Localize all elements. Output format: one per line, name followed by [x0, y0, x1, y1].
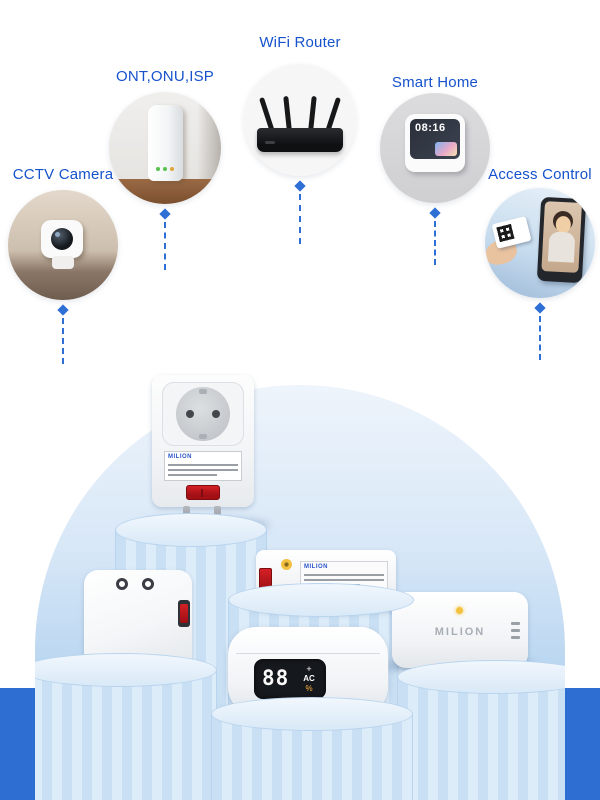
pedestal-fluting: [397, 677, 565, 800]
side-port: [511, 622, 520, 625]
battery-percentage-digits: 88: [262, 666, 290, 690]
charging-plus-indicator: +: [306, 664, 312, 674]
diamond-marker-icon: [429, 207, 441, 219]
qr-code-icon: [496, 223, 515, 243]
ont-scene-background: [109, 92, 221, 204]
ont-wooden-desk: [109, 179, 221, 204]
router-body: [257, 128, 343, 152]
round-port-icon: [142, 578, 154, 590]
ont-onu-photo: [109, 92, 221, 204]
side-port: [511, 629, 520, 632]
smart-scene-background: 08:16: [380, 93, 490, 203]
percent-indicator: %: [305, 684, 313, 693]
label-cctv-camera: CCTV Camera: [12, 166, 114, 183]
smart-home-photo: 08:16: [380, 93, 490, 203]
cctv-camera-base: [52, 256, 74, 269]
pedestal-top: [115, 513, 267, 547]
dotted-line: [62, 318, 64, 364]
cctv-scene-background: [8, 190, 118, 300]
pedestal: [397, 660, 565, 800]
face-recognition-terminal: [536, 196, 587, 284]
access-scene-background: [485, 188, 595, 298]
wifi-scene-background: [244, 64, 356, 176]
dotted-line: [164, 222, 166, 270]
display-status-column: + AC %: [299, 664, 319, 694]
brand-logo: MILION: [434, 626, 486, 638]
plug-ups-body: MILION: [152, 375, 254, 507]
smart-display-device: 08:16: [405, 114, 465, 172]
lid-seam: [236, 653, 380, 654]
brand-logo: MILION: [304, 564, 328, 570]
pedestal-top: [211, 697, 413, 731]
power-switch: [180, 604, 188, 623]
label-text-line: [168, 469, 238, 471]
connector-cctv: [57, 304, 69, 364]
diamond-marker-icon: [294, 180, 306, 192]
ont-led-icon: [163, 167, 167, 171]
smart-display-artwork: [435, 142, 457, 156]
round-port-icon: [116, 578, 128, 590]
eu-socket-icon: [176, 387, 230, 441]
label-smart-home: Smart Home: [391, 74, 479, 91]
pedestal-top: [35, 653, 217, 687]
powerbank-ups-product: MILION: [392, 592, 528, 668]
smart-display-clock: 08:16: [415, 122, 446, 134]
power-switch: [186, 485, 220, 500]
connector-wifi: [294, 180, 306, 244]
router-antenna-icon: [308, 95, 317, 133]
pedestal: [211, 697, 413, 800]
side-port: [511, 636, 520, 639]
ont-led-icon: [170, 167, 174, 171]
dotted-line: [539, 316, 541, 360]
camera-lens-icon: [51, 228, 73, 250]
wall-plug-ups-product: MILION: [150, 375, 256, 529]
dotted-line: [299, 194, 301, 244]
label-text-line: [304, 579, 384, 581]
label-ont-onu-isp: ONT,ONU,ISP: [115, 68, 215, 85]
status-led-icon: [456, 607, 463, 614]
socket-pin-hole: [212, 410, 220, 418]
socket-plate: [162, 382, 244, 446]
router-antenna-icon: [283, 95, 292, 133]
wifi-router-photo: [244, 64, 356, 176]
spec-label: MILION: [164, 451, 242, 481]
pedestal: [35, 653, 217, 800]
ont-led-icon: [156, 167, 160, 171]
connector-ont: [159, 208, 171, 270]
socket-pin-hole: [186, 410, 194, 418]
cctv-camera-photo: [8, 190, 118, 300]
person-face: [555, 215, 572, 234]
brand-logo: MILION: [168, 454, 192, 460]
cctv-camera-head: [41, 220, 83, 258]
terminal-screen: [541, 201, 582, 273]
label-text-line: [168, 464, 238, 466]
label-wifi-router: WiFi Router: [259, 34, 341, 51]
label-access-control: Access Control: [488, 166, 592, 183]
smart-display-screen: 08:16: [410, 119, 460, 159]
ac-indicator: AC: [303, 674, 315, 683]
pedestal-fluting: [35, 670, 217, 800]
router-logo-mark: [265, 141, 275, 144]
label-text-line: [304, 574, 384, 576]
diamond-marker-icon: [159, 208, 171, 220]
dotted-line: [434, 221, 436, 265]
ont-modem-tower: [148, 105, 183, 181]
connector-access-control: [534, 302, 546, 360]
battery-display: 88 + AC %: [254, 659, 326, 699]
pedestal-top: [397, 660, 565, 694]
dc-jack-icon: [281, 559, 292, 570]
label-text-line: [168, 474, 217, 476]
ground-clip: [199, 434, 207, 439]
access-control-photo: [485, 188, 595, 298]
pedestal-top: [228, 583, 414, 617]
diamond-marker-icon: [57, 304, 69, 316]
diamond-marker-icon: [534, 302, 546, 314]
qr-access-card: [491, 216, 532, 249]
ground-clip: [199, 389, 207, 394]
person-torso: [547, 231, 576, 263]
connector-smart-home: [429, 207, 441, 265]
